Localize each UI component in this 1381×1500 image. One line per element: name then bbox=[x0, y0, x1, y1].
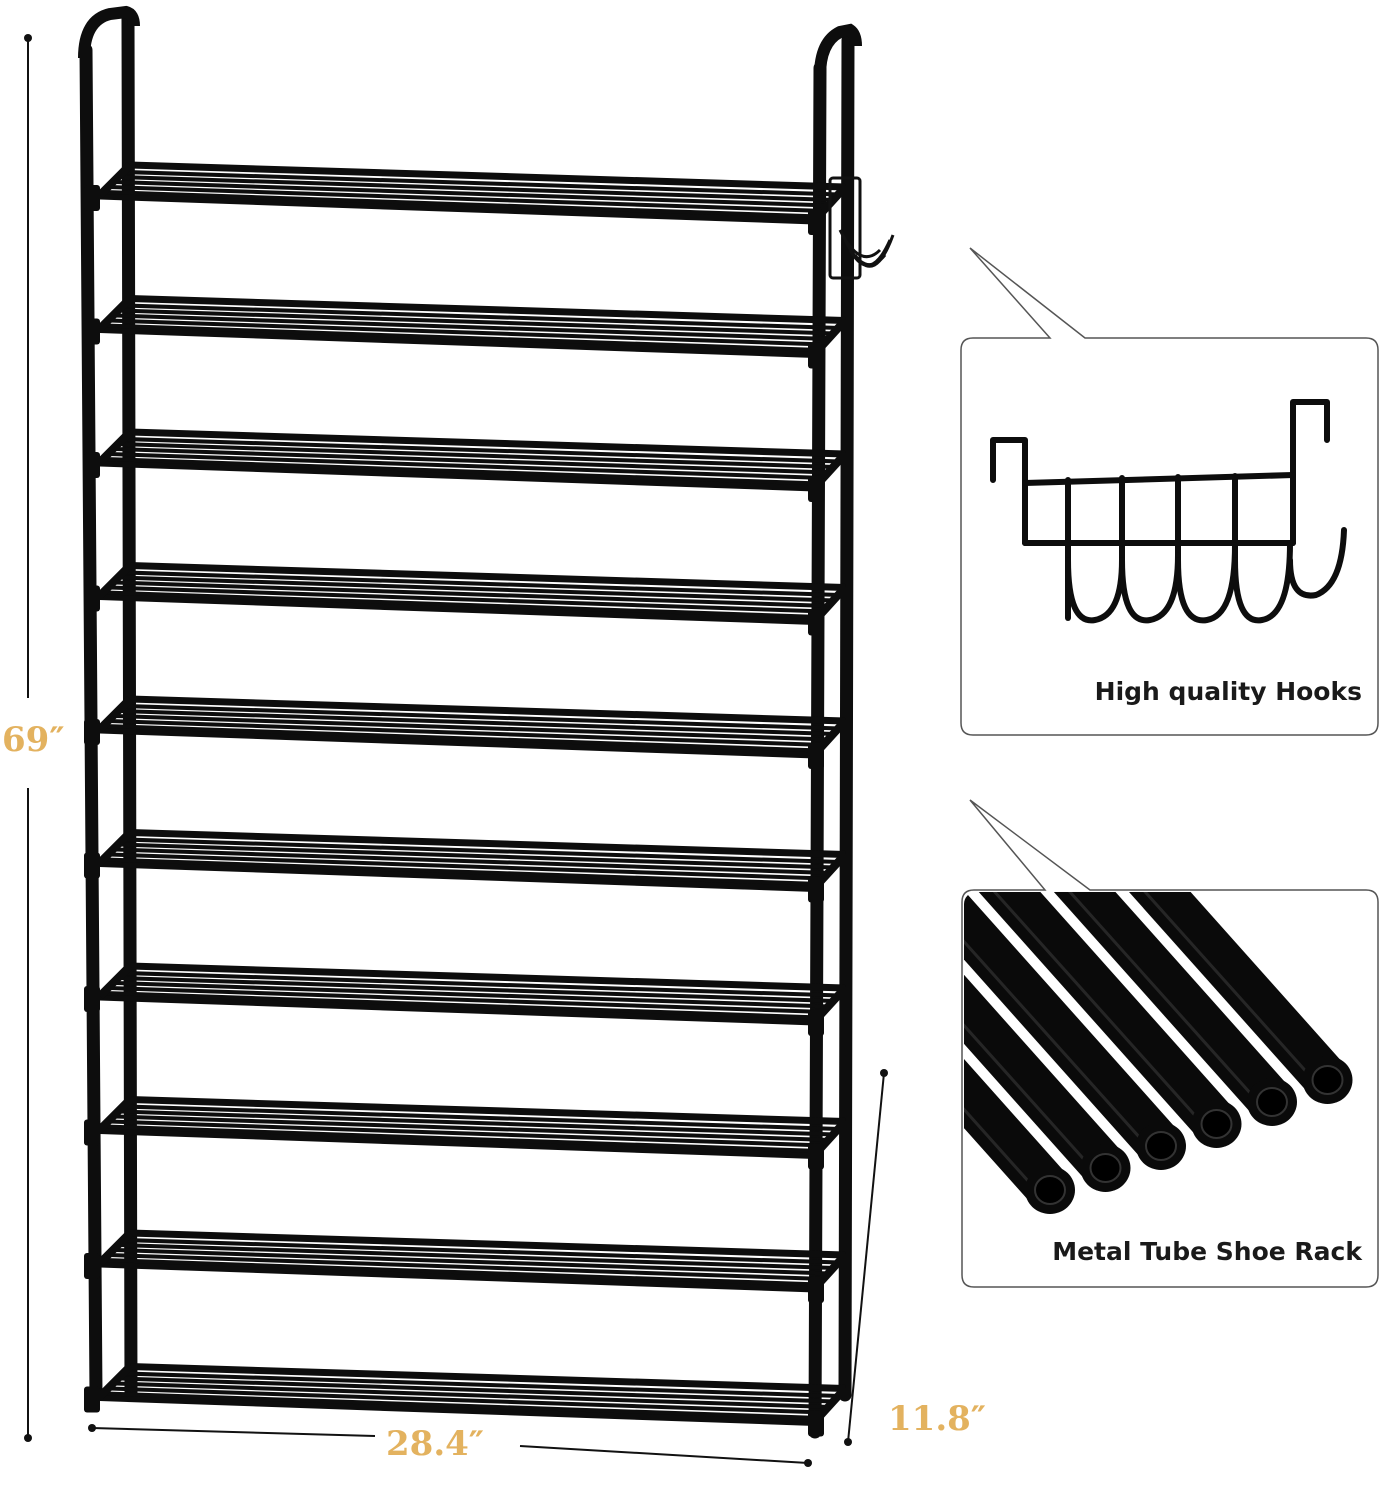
shelf-tier bbox=[84, 829, 848, 903]
shelf-tier bbox=[84, 295, 848, 369]
shelf-tier bbox=[84, 962, 848, 1036]
height-dimension-line bbox=[24, 34, 32, 1442]
tube bbox=[964, 892, 1131, 1192]
shelf-tier bbox=[84, 428, 848, 502]
shelf-tier bbox=[84, 562, 848, 636]
height-dimension-label: 69″ bbox=[2, 720, 65, 760]
tube bbox=[964, 892, 1297, 1126]
depth-dimension-line bbox=[844, 1069, 888, 1446]
shelf-tier bbox=[84, 161, 848, 235]
tube bbox=[964, 892, 1242, 1148]
metal-tube-icon bbox=[964, 892, 1353, 1214]
tube bbox=[964, 892, 1075, 1214]
shelf-tier bbox=[84, 1229, 848, 1303]
hooks-caption-text: High quality Hooks bbox=[1095, 677, 1362, 706]
depth-dimension-label: 11.8″ bbox=[888, 1399, 986, 1439]
shoe-rack-frame bbox=[78, 5, 862, 1439]
shelf-tier bbox=[84, 1096, 848, 1170]
width-dimension-label: 28.4″ bbox=[386, 1424, 484, 1464]
width-dimension-line bbox=[88, 1424, 812, 1467]
tube bbox=[964, 892, 1186, 1170]
shelf-tier bbox=[84, 1363, 848, 1437]
side-hook-icon bbox=[828, 176, 895, 280]
over-door-hook-icon bbox=[990, 399, 1347, 624]
tube bbox=[980, 892, 1353, 1104]
shelf-tier bbox=[84, 695, 848, 769]
tubes-caption-text: Metal Tube Shoe Rack bbox=[1052, 1237, 1363, 1266]
